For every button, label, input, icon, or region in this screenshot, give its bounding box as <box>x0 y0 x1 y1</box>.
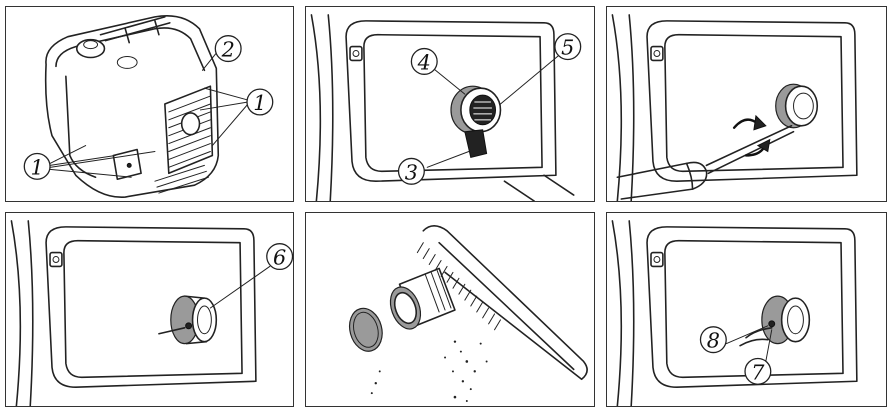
generator-illustration: 1 2 1 <box>6 7 293 201</box>
callout-4: 4 <box>411 49 437 75</box>
svg-text:2: 2 <box>221 38 235 62</box>
svg-text:4: 4 <box>417 50 431 74</box>
callout-6: 6 <box>267 244 293 270</box>
svg-text:3: 3 <box>405 160 418 184</box>
panel-screwdriver-removal <box>606 6 887 202</box>
callout-5: 5 <box>555 34 581 60</box>
panel-reinstall: 8 7 <box>606 212 887 407</box>
callout-1-right: 1 <box>247 89 273 115</box>
filter-element-illustration: 6 <box>6 213 293 406</box>
brush-cleaning-illustration <box>306 213 594 406</box>
panel-air-cleaner-cover: 4 5 3 <box>305 6 595 202</box>
panel-filter-element: 6 <box>5 212 294 407</box>
callout-3: 3 <box>399 158 425 184</box>
svg-text:1: 1 <box>253 91 266 115</box>
panel-generator-overview: 1 2 1 <box>5 6 294 202</box>
svg-text:8: 8 <box>707 329 720 353</box>
callout-2: 2 <box>215 36 241 62</box>
panel-brush-cleaning <box>305 212 595 407</box>
svg-text:5: 5 <box>561 36 574 60</box>
svg-text:1: 1 <box>31 155 44 179</box>
air-cleaner-illustration: 4 5 3 <box>306 7 594 201</box>
callout-7: 7 <box>745 358 771 384</box>
svg-text:6: 6 <box>273 246 286 270</box>
screwdriver-illustration <box>607 7 886 201</box>
reinstall-illustration: 8 7 <box>607 213 886 406</box>
svg-text:7: 7 <box>751 360 765 384</box>
callout-8: 8 <box>700 327 726 353</box>
callout-1-bottom-left: 1 <box>24 153 50 179</box>
